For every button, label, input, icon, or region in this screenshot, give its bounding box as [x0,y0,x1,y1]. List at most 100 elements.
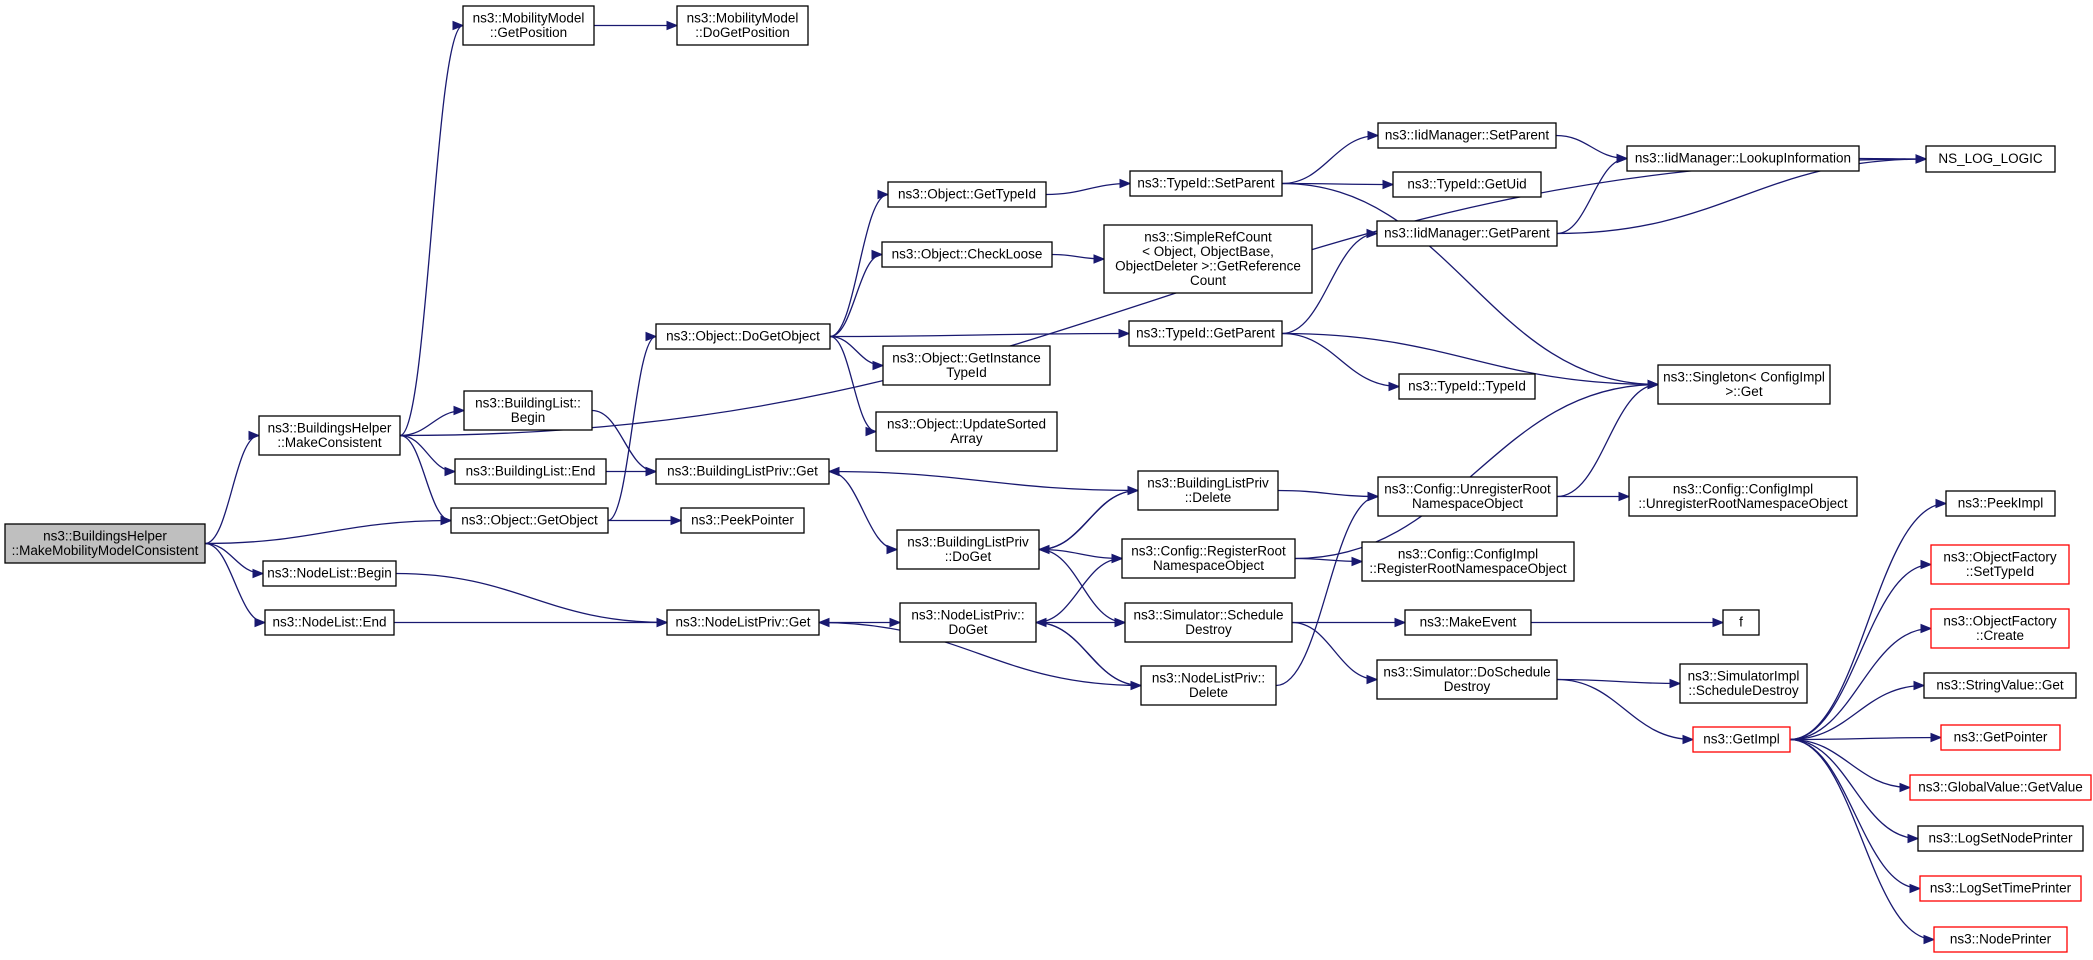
node-nlpd[interactable]: ns3::NodeListPriv::Delete [1140,665,1277,706]
node-box-nlpd[interactable] [1140,665,1277,706]
node-box-blb[interactable] [463,390,593,431]
node-nlpdg[interactable]: ns3::NodeListPriv::DoGet [899,602,1037,643]
node-box-tisp[interactable] [1129,170,1283,197]
node-box-ssd[interactable] [1124,602,1293,643]
node-box-curno[interactable] [1377,476,1558,517]
node-box-nslog[interactable] [1925,145,2056,173]
node-box-ble[interactable] [454,458,607,485]
node-sisd[interactable]: ns3::SimulatorImpl::ScheduleDestroy [1679,663,1808,704]
node-nslog[interactable]: NS_LOG_LOGIC [1925,145,2056,173]
node-box-pi[interactable] [1945,490,2056,517]
node-tisp[interactable]: ns3::TypeId::SetParent [1129,170,1283,197]
node-mmdgp[interactable]: ns3::MobilityModel::DoGetPosition [676,5,809,46]
node-box-src[interactable] [1103,224,1313,294]
node-box-mmgp[interactable] [462,5,595,46]
node-box-gp[interactable] [1940,724,2061,751]
node-box-ofc[interactable] [1930,608,2070,649]
node-box-nlpg[interactable] [666,609,820,636]
node-tigu[interactable]: ns3::TypeId::GetUid [1392,171,1542,198]
node-sing[interactable]: ns3::Singleton< ConfigImpl>::Get [1657,364,1831,405]
node-svg[interactable]: ns3::StringValue::Get [1923,672,2077,699]
node-ble[interactable]: ns3::BuildingList::End [454,458,607,485]
node-imli[interactable]: ns3::IidManager::LookupInformation [1626,145,1860,172]
node-box-ogo[interactable] [450,507,609,534]
node-box-imgp[interactable] [1376,220,1558,247]
node-box-ccir[interactable] [1361,541,1575,582]
node-root[interactable]: ns3::BuildingsHelper::MakeMobilityModelC… [4,523,206,564]
node-blpg[interactable]: ns3::BuildingListPriv::Get [655,458,830,485]
node-ccir[interactable]: ns3::Config::ConfigImpl::RegisterRootNam… [1361,541,1575,582]
node-nlb[interactable]: ns3::NodeList::Begin [262,560,397,587]
node-box-tigp[interactable] [1128,320,1283,347]
node-nlpg[interactable]: ns3::NodeListPriv::Get [666,609,820,636]
node-box-root[interactable] [4,523,206,564]
node-box-blpg[interactable] [655,458,830,485]
node-ofc[interactable]: ns3::ObjectFactory::Create [1930,608,2070,649]
node-box-sdsd[interactable] [1376,659,1558,700]
node-peek[interactable]: ns3::PeekPointer [680,507,805,534]
node-box-f[interactable] [1722,609,1760,636]
node-ofst[interactable]: ns3::ObjectFactory::SetTypeId [1930,544,2070,585]
node-box-ogti[interactable] [887,181,1047,208]
node-tigp[interactable]: ns3::TypeId::GetParent [1128,320,1283,347]
node-tiid[interactable]: ns3::TypeId::TypeId [1398,373,1536,400]
node-ogo[interactable]: ns3::Object::GetObject [450,507,609,534]
node-box-tiid[interactable] [1398,373,1536,400]
node-imgp[interactable]: ns3::IidManager::GetParent [1376,220,1558,247]
node-box-ofst[interactable] [1930,544,2070,585]
node-box-np[interactable] [1933,926,2068,953]
node-box-nlpdg[interactable] [899,602,1037,643]
node-gvgv[interactable]: ns3::GlobalValue::GetValue [1909,774,2092,801]
node-pi[interactable]: ns3::PeekImpl [1945,490,2056,517]
node-box-sing[interactable] [1657,364,1831,405]
node-box-nle[interactable] [264,609,395,636]
node-box-odgo[interactable] [655,323,831,350]
node-box-svg[interactable] [1923,672,2077,699]
node-src[interactable]: ns3::SimpleRefCount< Object, ObjectBase,… [1103,224,1313,294]
node-cciu[interactable]: ns3::Config::ConfigImpl::UnregisterRootN… [1628,476,1858,517]
node-nle[interactable]: ns3::NodeList::End [264,609,395,636]
node-box-ousa[interactable] [875,411,1058,452]
node-ssd[interactable]: ns3::Simulator::ScheduleDestroy [1124,602,1293,643]
node-lstp[interactable]: ns3::LogSetTimePrinter [1919,875,2082,902]
node-mmgp[interactable]: ns3::MobilityModel::GetPosition [462,5,595,46]
node-odgo[interactable]: ns3::Object::DoGetObject [655,323,831,350]
node-box-ogiti[interactable] [882,345,1051,386]
node-box-lstp[interactable] [1919,875,2082,902]
node-box-ocl[interactable] [881,241,1053,268]
node-box-imsp[interactable] [1377,122,1557,149]
node-ocl[interactable]: ns3::Object::CheckLoose [881,241,1053,268]
node-imsp[interactable]: ns3::IidManager::SetParent [1377,122,1557,149]
node-ogti[interactable]: ns3::Object::GetTypeId [887,181,1047,208]
node-box-blpdg[interactable] [896,529,1040,570]
node-box-nlb[interactable] [262,560,397,587]
node-curno[interactable]: ns3::Config::UnregisterRootNamespaceObje… [1377,476,1558,517]
node-f[interactable]: f [1722,609,1760,636]
node-box-blpd[interactable] [1137,470,1279,511]
node-box-gi[interactable] [1692,726,1791,753]
node-blpdg[interactable]: ns3::BuildingListPriv::DoGet [896,529,1040,570]
node-box-gvgv[interactable] [1909,774,2092,801]
node-box-mc[interactable] [258,415,401,456]
node-gp[interactable]: ns3::GetPointer [1940,724,2061,751]
node-box-me[interactable] [1404,609,1532,636]
node-box-sisd[interactable] [1679,663,1808,704]
node-box-crrno[interactable] [1121,538,1296,579]
node-box-cciu[interactable] [1628,476,1858,517]
node-box-mmdgp[interactable] [676,5,809,46]
node-box-lsnp[interactable] [1917,825,2084,852]
node-mc[interactable]: ns3::BuildingsHelper::MakeConsistent [258,415,401,456]
node-blb[interactable]: ns3::BuildingList::Begin [463,390,593,431]
node-gi[interactable]: ns3::GetImpl [1692,726,1791,753]
node-lsnp[interactable]: ns3::LogSetNodePrinter [1917,825,2084,852]
node-me[interactable]: ns3::MakeEvent [1404,609,1532,636]
node-box-imli[interactable] [1626,145,1860,172]
node-crrno[interactable]: ns3::Config::RegisterRootNamespaceObject [1121,538,1296,579]
node-blpd[interactable]: ns3::BuildingListPriv::Delete [1137,470,1279,511]
node-box-peek[interactable] [680,507,805,534]
node-np[interactable]: ns3::NodePrinter [1933,926,2068,953]
node-box-tigu[interactable] [1392,171,1542,198]
